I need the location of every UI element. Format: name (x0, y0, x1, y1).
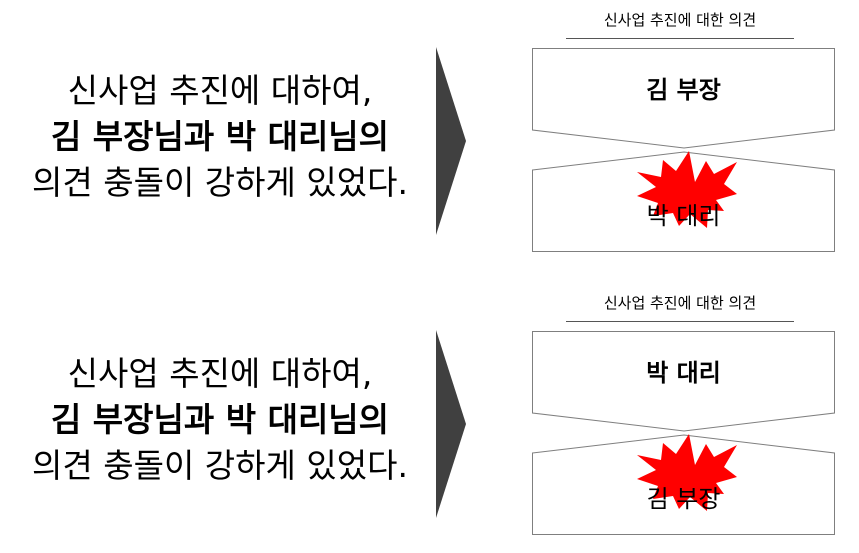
clash-shapes (532, 48, 835, 252)
clash-diagram: 김 부장 박 대리 (532, 48, 835, 254)
statement-line-1: 신사업 추진에 대하여, (67, 354, 373, 393)
explosion-icon (637, 434, 737, 511)
opinion-panel-2: 신사업 추진에 대하여, 김 부장님과 박 대리님의 의견 충돌이 강하게 있었… (0, 283, 859, 553)
top-party-label: 김 부장 (646, 76, 721, 104)
statement-line-3: 의견 충돌이 강하게 있었다. (32, 446, 408, 485)
topic-title: 신사업 추진에 대한 의견 (566, 293, 794, 322)
top-party-label: 박 대리 (646, 359, 721, 387)
top-opinion-box (532, 48, 835, 149)
statement-line-2: 김 부장님과 박 대리님의 (50, 400, 390, 439)
top-opinion-box (532, 331, 835, 432)
chevron-right-icon (436, 47, 466, 235)
conflict-statement: 신사업 추진에 대하여, 김 부장님과 박 대리님의 의견 충돌이 강하게 있었… (20, 68, 420, 206)
chevron-right-icon (436, 330, 466, 518)
statement-line-1: 신사업 추진에 대하여, (67, 71, 373, 110)
bottom-party-label: 김 부장 (646, 485, 721, 513)
clash-diagram: 박 대리 김 부장 (532, 331, 835, 537)
statement-line-2: 김 부장님과 박 대리님의 (50, 117, 390, 156)
conflict-statement: 신사업 추진에 대하여, 김 부장님과 박 대리님의 의견 충돌이 강하게 있었… (20, 351, 420, 489)
topic-title: 신사업 추진에 대한 의견 (566, 10, 794, 39)
explosion-icon (637, 151, 737, 228)
statement-line-3: 의견 충돌이 강하게 있었다. (32, 163, 408, 202)
opinion-panel-1: 신사업 추진에 대하여, 김 부장님과 박 대리님의 의견 충돌이 강하게 있었… (0, 0, 859, 270)
clash-shapes (532, 331, 835, 535)
bottom-party-label: 박 대리 (646, 202, 721, 230)
